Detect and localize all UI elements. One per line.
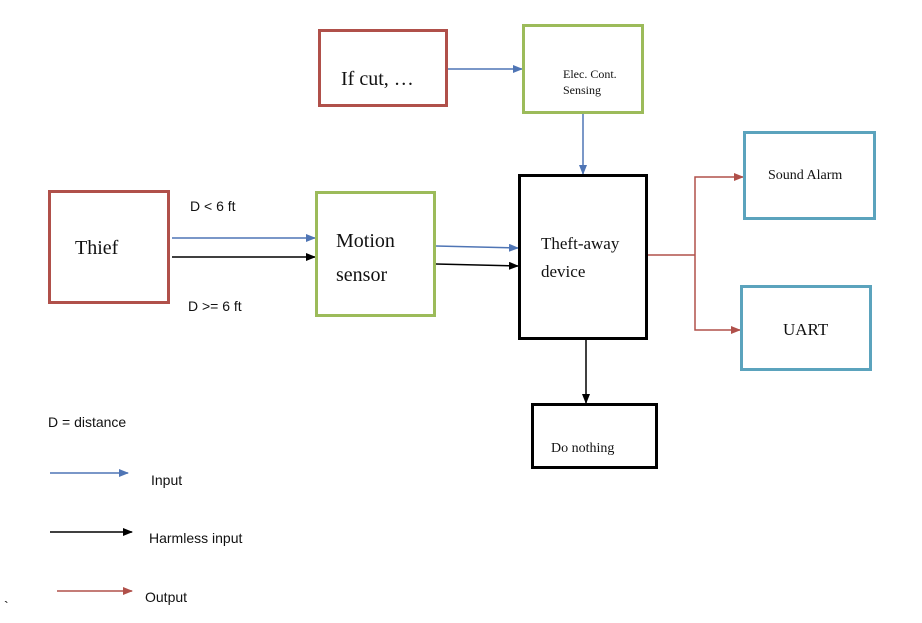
sound-alarm-label: Sound Alarm [768, 168, 843, 183]
motion-label-line1: Motion [336, 230, 395, 252]
arrow-device-to-sound-alarm [694, 173, 744, 255]
thief-label: Thief [75, 237, 119, 259]
stray-backtick: ` [4, 598, 9, 614]
legend-definition: D = distance [48, 414, 127, 430]
arrow-motion-to-device-input [435, 243, 519, 252]
elec-sensing-label-line1: Elec. Cont. [563, 67, 617, 81]
arrow-device-to-uart [694, 255, 741, 334]
uart-node: UART [740, 285, 872, 371]
elec-sensing-node: Elec. Cont. Sensing [522, 24, 644, 114]
legend-harmless-label: Harmless input [149, 530, 243, 546]
do-nothing-label: Do nothing [551, 441, 615, 456]
thief-node: Thief [48, 190, 170, 304]
sound-alarm-node: Sound Alarm [743, 131, 876, 220]
theft-label-line1: Theft-away [541, 234, 620, 253]
theft-label-line2: device [541, 262, 586, 281]
theft-away-device-node: Theft-away device [518, 174, 648, 340]
if-cut-node: If cut, … [318, 29, 448, 107]
do-nothing-node: Do nothing [531, 403, 658, 469]
edge-label-near: D < 6 ft [190, 198, 236, 214]
elec-sensing-label-line2: Sensing [563, 83, 602, 97]
legend-output-label: Output [145, 589, 188, 605]
uart-label: UART [783, 320, 829, 339]
legend-input-label: Input [151, 472, 183, 488]
motion-sensor-node: Motion sensor [315, 191, 436, 317]
edge-label-far: D >= 6 ft [188, 298, 242, 314]
if-cut-label: If cut, … [341, 68, 414, 90]
arrow-motion-to-device-harmless [435, 261, 519, 270]
motion-label-line2: sensor [336, 264, 388, 286]
